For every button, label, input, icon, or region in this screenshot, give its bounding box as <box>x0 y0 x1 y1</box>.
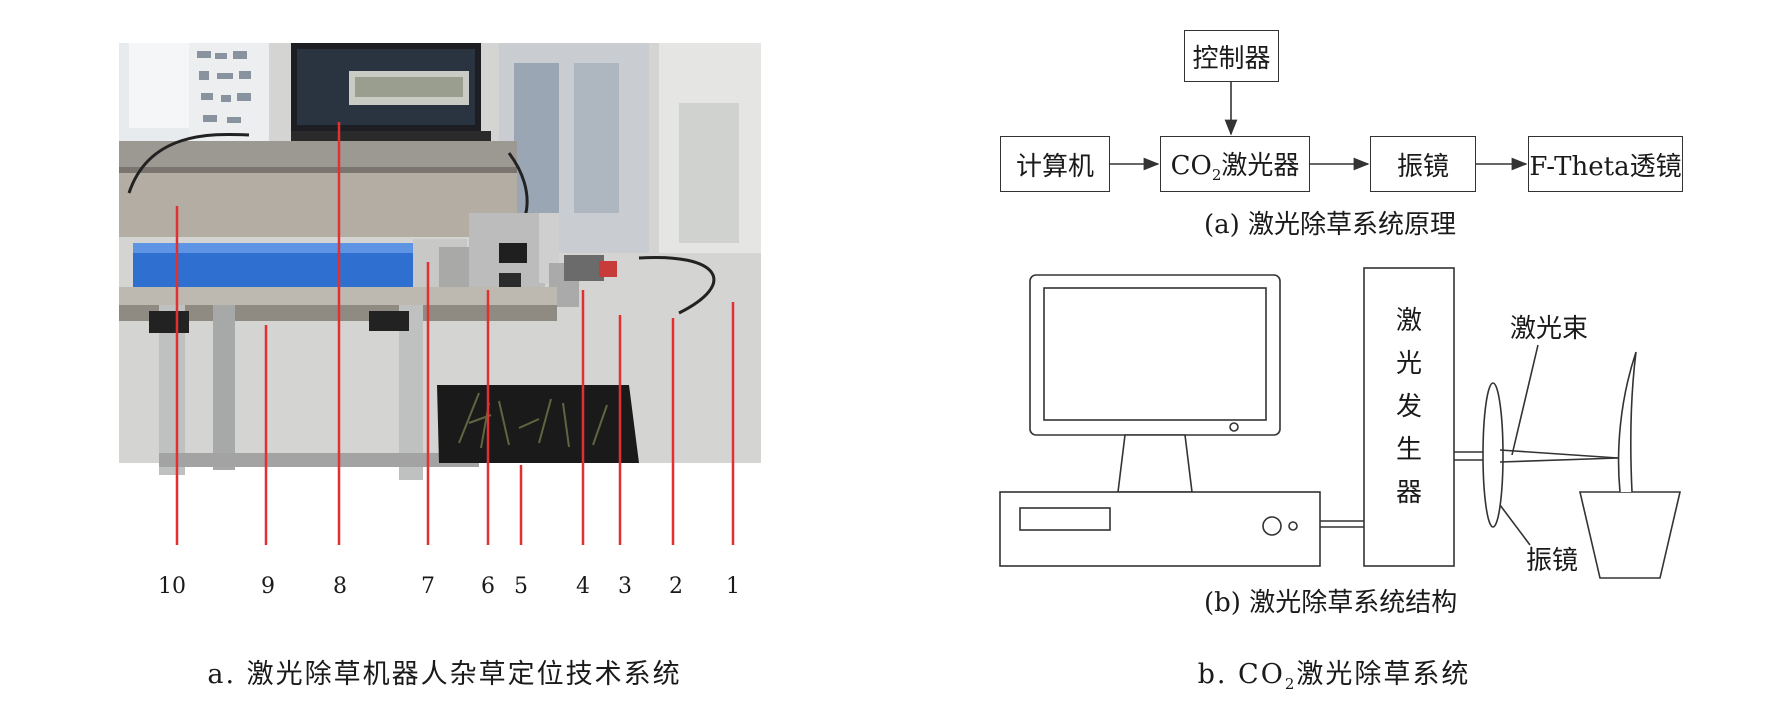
generator-label: 激 光 发 生 器 <box>1389 300 1429 515</box>
callout-number: 1 <box>726 574 740 599</box>
callout-number: 10 <box>158 574 186 599</box>
laser-system-diagram: 控制器 计算机 CO2激光器 振镜 F-Theta透镜 <box>990 0 1710 630</box>
callout-number: 4 <box>576 574 590 599</box>
callout-number: 3 <box>618 574 632 599</box>
caption-a: a. 激光除草机器人杂草定位技术系统 <box>0 652 889 691</box>
diagram-lines <box>990 0 1710 630</box>
callout-number: 9 <box>261 574 275 599</box>
callout-number: 5 <box>514 574 528 599</box>
monitor-stand <box>1118 435 1192 492</box>
beam-label: 激光束 <box>1510 308 1588 345</box>
callout-number: 6 <box>481 574 495 599</box>
callout-number: 7 <box>421 574 435 599</box>
monitor-screen <box>1044 288 1266 420</box>
galvo-pointer-label: 振镜 <box>1526 540 1578 577</box>
laser-beam <box>1500 450 1618 458</box>
caption-structure: (b) 激光除草系统结构 <box>1204 582 1457 619</box>
callout-number: 8 <box>333 574 347 599</box>
caption-principle: (a) 激光除草系统原理 <box>1204 204 1456 241</box>
caption-b: b. CO2激光除草系统 <box>889 652 1779 693</box>
plant-pot <box>1580 492 1680 578</box>
callout-number: 2 <box>669 574 683 599</box>
weed-plant <box>1619 352 1636 492</box>
system-photo <box>119 43 761 525</box>
